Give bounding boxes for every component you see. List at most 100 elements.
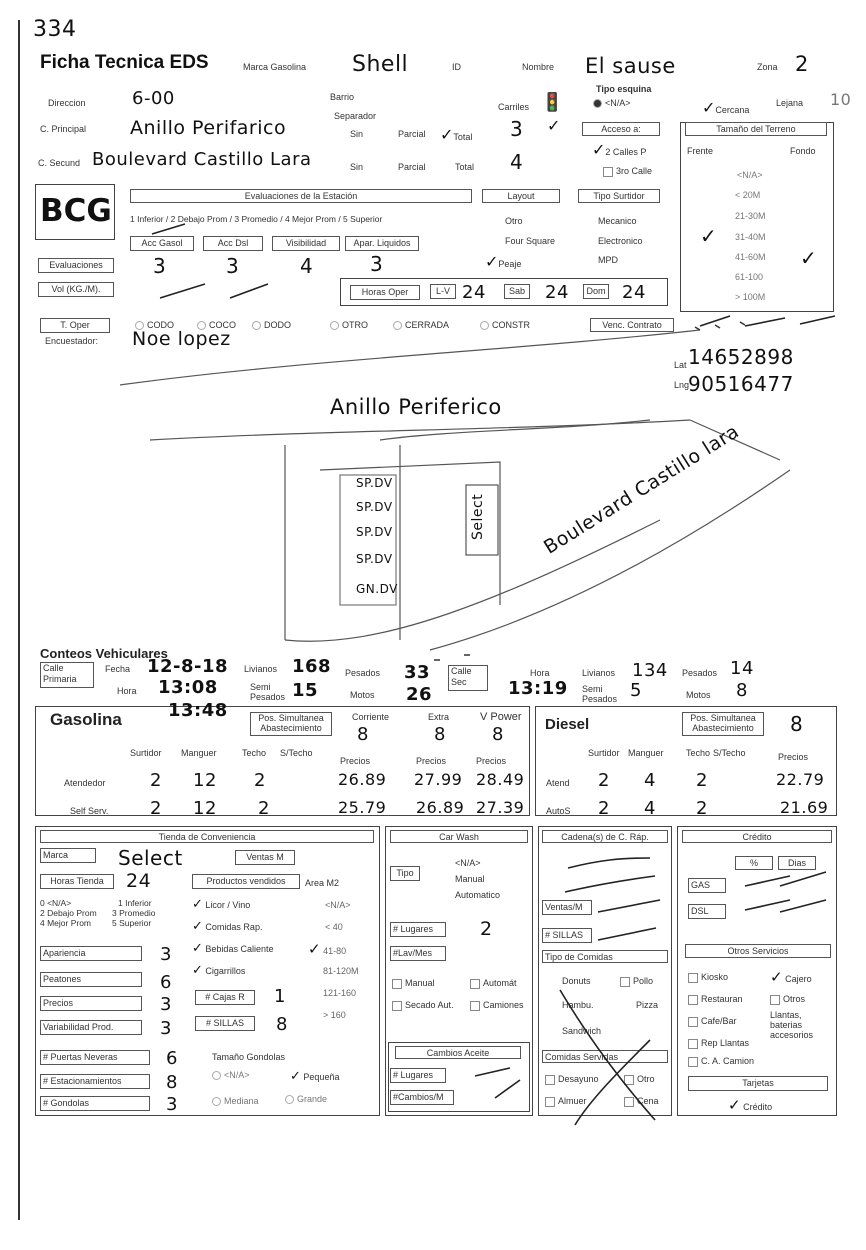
carwash-check-camiones[interactable]: Camiones [470,1000,524,1011]
apariencia-button[interactable]: Apariencia [40,946,142,961]
calle-primaria-button[interactable]: Calle Primaria [40,662,94,688]
area-opt-4[interactable]: 121-160 [323,988,357,998]
prod-bebidas[interactable]: ✓ Bebidas Caliente [192,940,274,955]
serv-desayuno[interactable]: Desayuno [545,1074,599,1085]
gond-pequena[interactable]: ✓ Pequeña [290,1068,340,1083]
gond-mediana[interactable]: Mediana [212,1096,259,1107]
tamano-opt-0[interactable]: <N/A> [737,170,763,180]
tamano-opt-3[interactable]: 31-40M [735,232,766,242]
dsl-pos-sim-button[interactable]: Pos. Simultanea Abastecimiento [682,712,764,736]
tamano-opt-6[interactable]: > 100M [735,292,766,302]
apar-liquidos-button[interactable]: Apar. Liquidos [345,236,419,251]
venc-contrato-button[interactable]: Venc. Contrato [590,318,674,332]
area-opt-2[interactable]: ✓ 41-80 [308,941,347,958]
prod-cigarrillos[interactable]: ✓ Cigarrillos [192,962,246,977]
cadenas-ventas-button[interactable]: Ventas/M [542,900,592,915]
oper-constr[interactable]: CONSTR [480,320,530,331]
serv-rep-llantas[interactable]: Rep Llantas [688,1038,749,1049]
comida-hambu[interactable]: Hambu. [562,1000,594,1010]
carwash-lugares-button[interactable]: # Lugares [390,922,446,937]
cajas-button[interactable]: # Cajas R [195,990,255,1005]
acc-dsl-button[interactable]: Acc Dsl [203,236,263,251]
acceso-3calle[interactable]: 3ro Calle [603,166,652,177]
acceso-button[interactable]: Acceso a: [582,122,660,136]
layout-otro[interactable]: Otro [505,216,523,226]
visibilidad-button[interactable]: Visibilidad [272,236,340,251]
tienda-ventas-button[interactable]: Ventas M [235,850,295,865]
comida-donuts[interactable]: Donuts [562,976,591,986]
layout-four-square[interactable]: Four Square [505,236,556,246]
tamano-opt-1[interactable]: < 20M [735,190,761,200]
acc-gasol-button[interactable]: Acc Gasol [130,236,194,251]
gas-pos-sim-button[interactable]: Pos. Simultanea Abastecimiento [250,712,332,736]
sep-sin-1[interactable]: Sin [350,129,364,139]
tienda-sillas-button[interactable]: # SILLAS [195,1016,255,1031]
area-opt-3[interactable]: 81-120M [323,966,359,976]
gond-grande[interactable]: Grande [285,1094,327,1105]
tamano-opt-2[interactable]: 21-30M [735,211,766,221]
sep-sin-2[interactable]: Sin [350,162,364,172]
estac-button[interactable]: # Estacionamientos [40,1074,150,1089]
peatones-button[interactable]: Peatones [40,972,142,987]
puertas-button[interactable]: # Puertas Neveras [40,1050,150,1065]
esquina-cercana[interactable]: ✓Cercana [702,100,750,117]
carwash-opt-automatico[interactable]: Automatico [455,890,501,900]
sep-parcial-2[interactable]: Parcial [398,162,426,172]
gondolas-button[interactable]: # Gondolas [40,1096,150,1111]
comida-sandwich[interactable]: Sandwich [562,1026,602,1036]
area-opt-5[interactable]: > 160 [323,1010,346,1020]
evaluaciones-button[interactable]: Evaluaciones [38,258,114,273]
comida-pizza[interactable]: Pizza [636,1000,659,1010]
oper-dodo[interactable]: DODO [252,320,291,331]
horas-tienda-button[interactable]: Horas Tienda [40,874,114,889]
serv-otros[interactable]: Otros [770,994,805,1005]
layout-peaje[interactable]: ✓Peaje [485,254,522,271]
serv-almuer[interactable]: Almuer [545,1096,587,1107]
serv-llantas[interactable]: Llantas, baterias accesorios [770,1010,814,1040]
calle-sec-button[interactable]: Calle Sec [448,665,488,691]
sep-total-2[interactable]: Total [455,162,475,172]
tamano-opt-5[interactable]: 61-100 [735,272,764,282]
tarjetas-button[interactable]: Tarjetas [688,1076,828,1091]
esquina-lejana[interactable]: Lejana [776,98,804,108]
carwash-opt-na[interactable]: <N/A> [455,858,481,868]
sep-total-1[interactable]: ✓Total [440,127,473,144]
serv-restauran[interactable]: Restauran [688,994,743,1005]
variabilidad-button[interactable]: Variabilidad Prod. [40,1020,142,1035]
sab-button[interactable]: Sab [504,284,530,299]
tienda-marca-button[interactable]: Marca [40,848,96,863]
comida-pollo[interactable]: Pollo [620,976,653,987]
gond-na[interactable]: <N/A> [212,1070,250,1081]
area-opt-0[interactable]: <N/A> [325,900,351,910]
precios-button[interactable]: Precios [40,996,142,1011]
lv-button[interactable]: L-V [430,284,456,299]
acceso-2calles[interactable]: ✓2 Calles P [592,142,647,159]
prod-comidas[interactable]: ✓ Comidas Rap. [192,918,263,933]
tamano-opt-4[interactable]: 41-60M [735,252,766,262]
esquina-na[interactable]: <N/A> [593,98,631,109]
serv-otro[interactable]: Otro [624,1074,655,1085]
dom-button[interactable]: Dom [583,284,609,299]
carwash-tipo-button[interactable]: Tipo [390,866,420,881]
serv-cafe-bar[interactable]: Cafe/Bar [688,1016,737,1027]
layout-button[interactable]: Layout [482,189,560,203]
serv-ca-camion[interactable]: C. A. Camion [688,1056,754,1067]
carwash-opt-manual[interactable]: Manual [455,874,485,884]
serv-cena[interactable]: Cena [624,1096,659,1107]
horas-oper-button[interactable]: Horas Oper [350,285,420,300]
tipo-surtidor-button[interactable]: Tipo Surtidor [578,189,660,203]
credito-pct-button[interactable]: % [735,856,773,870]
area-opt-1[interactable]: < 40 [325,922,343,932]
credito-gas-button[interactable]: GAS [688,878,726,893]
oper-otro[interactable]: OTRO [330,320,368,331]
credito-dias-button[interactable]: Dias [778,856,816,870]
carwash-check-automat[interactable]: Automát [470,978,517,989]
cadenas-sillas-button[interactable]: # SILLAS [542,928,592,943]
sep-parcial-1[interactable]: Parcial [398,129,426,139]
cambios-m-button[interactable]: #Cambios/M [390,1090,454,1105]
surtidor-electronico[interactable]: Electronico [598,236,643,246]
carwash-lavmes-button[interactable]: #Lav/Mes [390,946,446,961]
credito-dsl-button[interactable]: DSL [688,904,726,919]
carwash-check-secado[interactable]: Secado Aut. [392,1000,454,1011]
oper-cerrada[interactable]: CERRADA [393,320,449,331]
